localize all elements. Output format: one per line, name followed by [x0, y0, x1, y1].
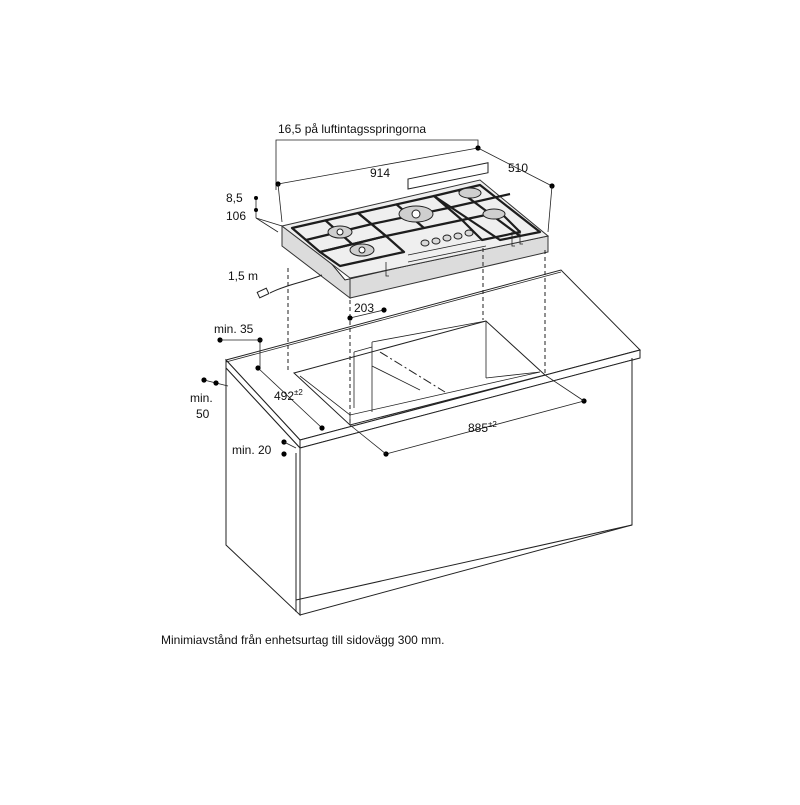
label-air-intake: 16,5 på luftintagsspringorna	[278, 122, 426, 136]
label-cable-length: 1,5 m	[228, 269, 258, 283]
label-min-35: min. 35	[214, 322, 254, 336]
cabinet	[225, 269, 641, 617]
hob-clips	[385, 230, 523, 277]
knob-2	[431, 237, 441, 245]
footnote: Minimiavstånd från enhetsurtag till sido…	[161, 633, 444, 647]
label-cutout-depth: 492±2	[274, 388, 303, 403]
projection-lines	[287, 248, 546, 425]
label-height-106: 106	[226, 209, 246, 223]
hob	[256, 162, 550, 300]
knob-5	[464, 229, 474, 237]
label-min-20: min. 20	[232, 443, 272, 457]
burner-front-right	[482, 208, 506, 220]
label-offset-203: 203	[354, 301, 374, 315]
burner-rear-right	[458, 187, 482, 199]
label-depth-510: 510	[508, 161, 528, 175]
label-width-914: 914	[370, 166, 390, 180]
dimension-labels: 16,5 på luftintagsspringorna 914 510 8,5…	[190, 122, 528, 457]
hob-burners	[327, 187, 506, 257]
power-cable	[269, 274, 323, 294]
label-min-50-a: min.	[190, 391, 213, 405]
knob-4	[453, 232, 463, 240]
dimension-lines	[201, 139, 587, 457]
knob-1	[420, 239, 430, 247]
label-cutout-width: 885±2	[468, 420, 497, 435]
label-height-8-5: 8,5	[226, 191, 243, 205]
cabinet-plinth	[295, 524, 633, 601]
hob-knobs	[420, 229, 474, 247]
power-plug	[256, 287, 270, 299]
label-min-50-b: 50	[196, 407, 210, 421]
knob-3	[442, 234, 452, 242]
